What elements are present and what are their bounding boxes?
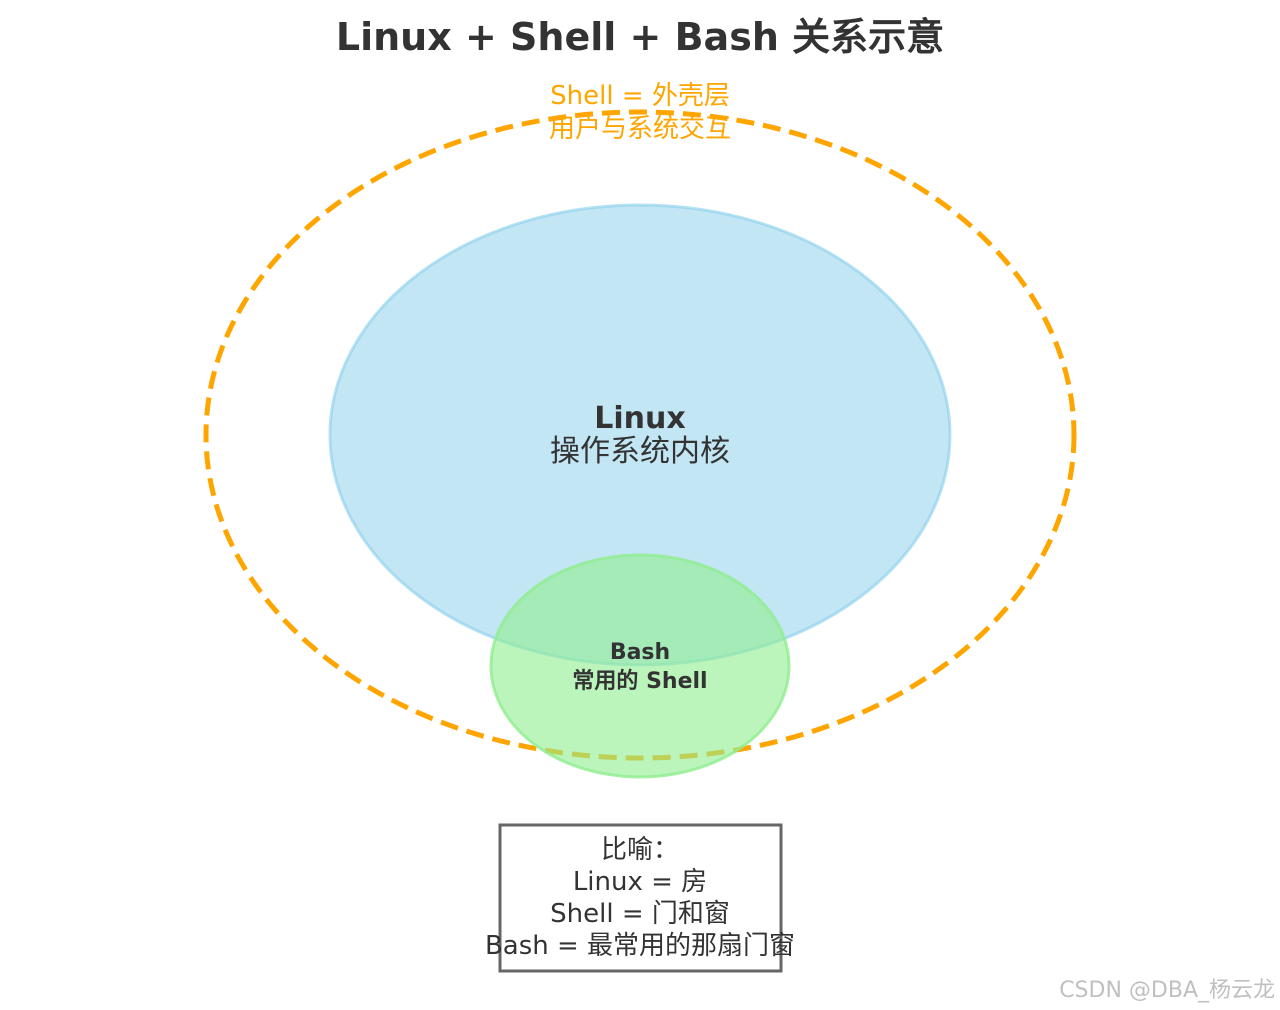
diagram-title: Linux + Shell + Bash 关系示意 [336, 15, 944, 59]
legend-title: 比喻： [601, 835, 679, 865]
watermark: CSDN @DBA_杨云龙 [1059, 978, 1275, 1003]
legend-line-linux: Linux = 房 [573, 867, 707, 897]
bash-label-desc: 常用的 Shell [572, 668, 707, 694]
legend-box [498, 823, 783, 973]
linux-label-desc: 操作系统内核 [550, 434, 730, 469]
bash-label-name: Bash [610, 640, 670, 665]
linux-label-name: Linux [594, 401, 685, 436]
legend-line-shell: Shell = 门和窗 [550, 899, 730, 929]
legend-line-bash: Bash = 最常用的那扇门窗 [485, 931, 795, 961]
shell-label-desc: 用户与系统交互 [549, 114, 731, 144]
bash-ellipse [489, 553, 791, 779]
shell-label-title: Shell = 外壳层 [550, 81, 730, 111]
